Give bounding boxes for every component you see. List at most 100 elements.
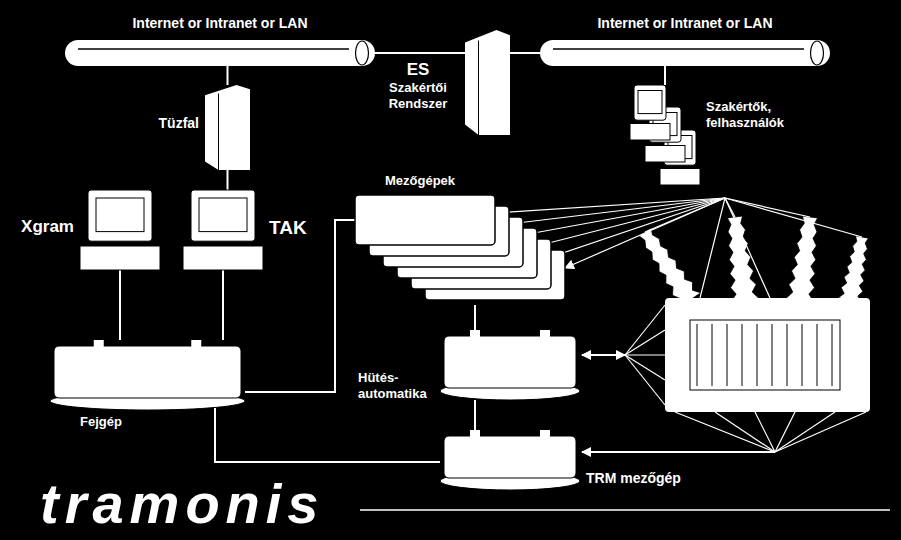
node-label-box: TAK: [269, 217, 319, 240]
connector: [222, 270, 224, 340]
node-label: Xgram: [8, 217, 74, 237]
monitor: [191, 190, 255, 241]
node-label-box: Xgram: [8, 217, 74, 237]
node-label: Hütés- automatika: [358, 370, 436, 401]
computer-base: [660, 169, 700, 186]
radiator-fin: [712, 324, 713, 386]
logo-rule: [360, 509, 890, 511]
screen: [199, 198, 247, 232]
unit-terminal: [94, 340, 104, 347]
computer-base: [183, 246, 263, 270]
computer: [183, 190, 263, 270]
sensor-wire: [715, 412, 775, 452]
radiator-fin: [727, 324, 728, 386]
node-label-box: Tüzfal: [135, 115, 199, 132]
sensor-wire: [625, 355, 665, 380]
node-label: Mezőgépek: [385, 173, 505, 189]
computer-base: [630, 124, 670, 141]
node-label-box: Mezőgépek: [385, 173, 505, 189]
sensor-wire: [725, 198, 810, 217]
sensor-wire: [551, 198, 725, 257]
connector: [375, 52, 465, 54]
node-shape: [540, 40, 830, 66]
slab-edge: [218, 94, 219, 171]
radiator-fin: [757, 324, 758, 386]
node-label-box: TRM mezőgép: [586, 470, 726, 487]
node-label: Internet or Intranet or LAN: [65, 15, 375, 32]
trm-unit: TRM mezőgép: [440, 430, 580, 490]
radiator-fin: [802, 324, 803, 386]
field-unit: [355, 195, 495, 245]
node-shape: [183, 190, 263, 270]
unit-terminal: [191, 340, 201, 347]
expert-system: ESSzakértői Rendszer: [465, 30, 510, 135]
sensor-wire: [755, 412, 775, 452]
node-shape: [630, 85, 700, 185]
workstation: TAK: [183, 190, 263, 270]
node-label-box: Internet or Intranet or LAN: [540, 15, 830, 32]
node-label: ES: [377, 60, 459, 80]
node-shape: [440, 330, 580, 400]
sensor-wire: [509, 198, 725, 224]
radiator-fins: [697, 324, 832, 386]
cooling-unit: Hütés- automatika: [440, 330, 580, 400]
logo-text: tramonis: [40, 476, 325, 532]
sensor-wire: [700, 198, 725, 298]
connector: [510, 52, 540, 54]
slab-body: [205, 85, 250, 170]
node-label: Internet or Intranet or LAN: [540, 15, 830, 32]
node-label: TAK: [269, 217, 319, 240]
unit-body: [54, 346, 241, 398]
user-computers: Szakértők, felhasználók: [630, 85, 700, 185]
unit-body: [444, 436, 576, 478]
field-units: Mezőgépek: [355, 195, 570, 305]
sensor-wire: [495, 198, 725, 213]
node-label-box: Internet or Intranet or LAN: [65, 15, 375, 32]
sensor-wires: [495, 198, 866, 452]
sensor-wire: [725, 198, 862, 237]
radiator-fin: [742, 324, 743, 386]
sensor-wire: [565, 198, 725, 268]
pipe-end: [811, 41, 824, 65]
sensor-wire: [523, 198, 725, 235]
network-pipe: Internet or Intranet or LAN: [540, 40, 830, 66]
bushing: [639, 228, 701, 307]
node-label-box: ESSzakértői Rendszer: [377, 60, 459, 112]
radiator-fin: [772, 324, 773, 386]
cooling-arrow: [582, 354, 625, 356]
signal-arrows: [582, 355, 775, 452]
trm-arrow: [582, 451, 775, 453]
screen: [638, 91, 662, 114]
bushing: [727, 216, 759, 302]
monitor: [88, 190, 152, 241]
workstation: Xgram: [80, 190, 160, 270]
node-shape: [355, 195, 570, 305]
radiator-fin: [832, 324, 833, 386]
pipe-body: [540, 40, 830, 66]
connector: [664, 66, 666, 85]
node-sublabel: Szakértői Rendszer: [377, 80, 459, 111]
sensor-wire: [625, 305, 665, 355]
radiator-fin: [697, 324, 698, 386]
radiator-fin: [817, 324, 818, 386]
node-shape: [440, 430, 580, 490]
node-shape: [205, 85, 250, 170]
node-shape: [80, 190, 160, 270]
node-shape: [465, 30, 510, 135]
node-shape: [65, 40, 375, 66]
connector: [227, 170, 229, 190]
tank-panel: [690, 320, 840, 390]
node-label: Tüzfal: [135, 115, 199, 132]
unit-body: [444, 336, 576, 388]
slab-edge: [478, 41, 479, 136]
node-shape: [50, 340, 245, 410]
pipe-shade: [78, 48, 349, 50]
bushing: [786, 216, 818, 302]
network-pipe: Internet or Intranet or LAN: [65, 40, 375, 66]
node-label: TRM mezőgép: [586, 470, 726, 487]
bushing: [838, 236, 868, 302]
unit-terminal: [540, 430, 550, 437]
pipe-shade: [553, 48, 804, 50]
sensor-wire: [725, 198, 770, 298]
